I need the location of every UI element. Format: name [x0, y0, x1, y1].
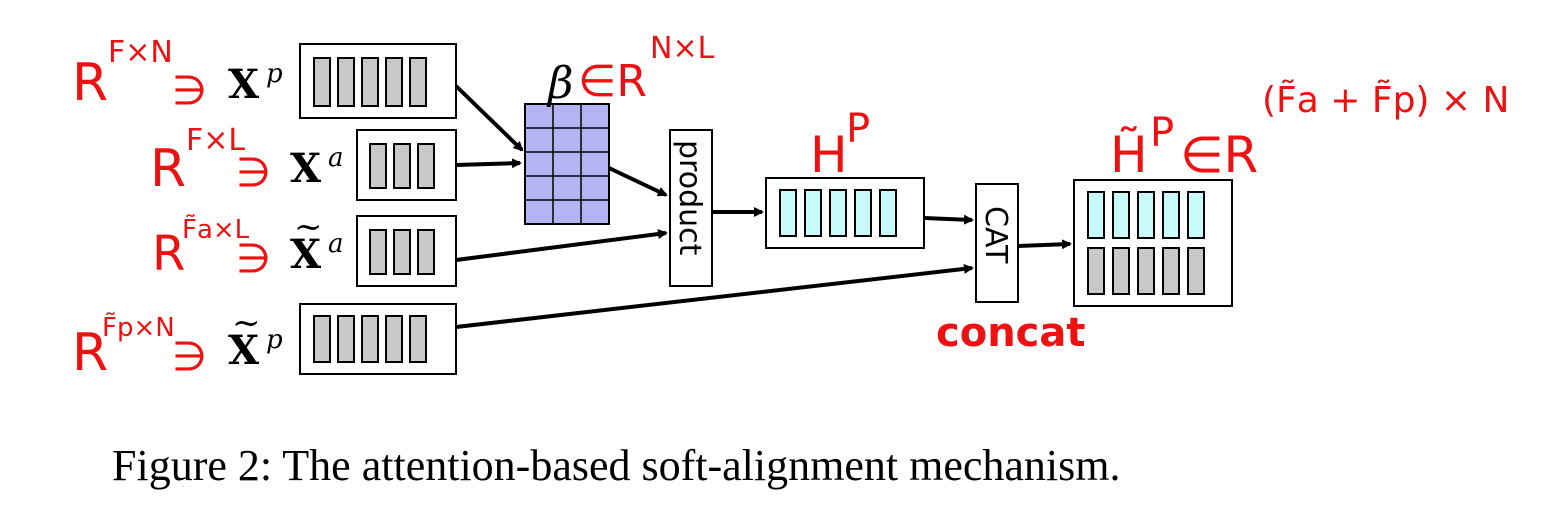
svg-text:p: p [266, 59, 283, 89]
label-xa: X a [290, 143, 344, 192]
concat-annotation: concat [936, 310, 1086, 356]
label-xp-tilde: ~ X p [228, 303, 283, 374]
cat-box: CAT [975, 183, 1019, 303]
hp-tilde-label: H̃ P ∈R (F̃a + F̃p) × N [1110, 79, 1509, 184]
svg-text:product: product [672, 140, 707, 256]
figure-caption: Figure 2: The attention-based soft-align… [112, 441, 1121, 490]
product-box: product [669, 129, 713, 287]
tilde-mark: ~ [294, 207, 323, 247]
svg-text:X: X [228, 327, 259, 374]
annotation-xa-tilde: R F̃a×L [152, 213, 250, 282]
svg-text:H: H [810, 126, 848, 184]
xp-tilde-box [299, 303, 457, 375]
svg-text:F×L: F×L [186, 123, 245, 158]
svg-text:F×N: F×N [108, 35, 173, 70]
label-xp: X p [228, 59, 283, 108]
xa-tilde-box [356, 215, 457, 287]
svg-text:R: R [150, 139, 186, 199]
svg-text:P: P [846, 106, 870, 152]
annotation-xp-tilde: R F̃p×N [72, 311, 175, 383]
svg-text:X: X [290, 145, 321, 192]
svg-text:(F̃a + F̃p) × N: (F̃a + F̃p) × N [1262, 79, 1509, 121]
svg-text:a: a [328, 229, 344, 259]
svg-text:p: p [266, 325, 283, 355]
svg-text:R: R [152, 226, 185, 282]
svg-text:F̃a×L: F̃a×L [182, 213, 250, 245]
svg-text:F̃p×N: F̃p×N [102, 311, 175, 343]
svg-text:CAT: CAT [978, 206, 1013, 264]
arrow-beta-to-product [608, 166, 668, 197]
member-symbol-2: ∋ [236, 150, 271, 196]
svg-text:P: P [1150, 110, 1174, 156]
label-xa-tilde: ~ X a [290, 207, 344, 278]
svg-text:X: X [228, 61, 259, 108]
arrow-cat-to-hp-tilde [1017, 239, 1072, 250]
annotation-xa: R F×L [150, 123, 245, 199]
arrow-xa-to-beta [455, 158, 522, 169]
arrow-hp-to-cat [923, 214, 974, 225]
svg-text:R: R [72, 323, 108, 383]
svg-text:N×L: N×L [650, 31, 715, 66]
beta-matrix [524, 103, 610, 225]
arrows [454, 84, 1072, 329]
svg-text:∈R: ∈R [1180, 126, 1258, 184]
beta-symbol: β [546, 58, 573, 109]
arrow-xa-tilde-to-product [455, 229, 668, 262]
beta-label: β ∈R N×L [546, 31, 715, 109]
hp-label: H P [810, 106, 870, 184]
hp-tilde-box [1073, 179, 1233, 307]
svg-text:H̃: H̃ [1110, 126, 1148, 184]
arrow-xp-tilde-to-cat [455, 263, 974, 329]
svg-text:X: X [290, 231, 321, 278]
xp-box [299, 43, 457, 119]
member-symbol-4: ∋ [172, 334, 207, 380]
svg-text:R: R [72, 53, 108, 113]
xa-box [356, 129, 457, 201]
member-symbol-1: ∋ [172, 68, 207, 114]
svg-text:a: a [328, 143, 344, 173]
arrow-xp-to-beta [454, 84, 524, 152]
annotation-xp: R F×N [72, 35, 173, 113]
member-symbol-3: ∋ [236, 236, 271, 282]
hp-box [765, 177, 925, 249]
tilde-mark: ~ [232, 303, 261, 343]
beta-in-r: ∈R [578, 56, 647, 107]
